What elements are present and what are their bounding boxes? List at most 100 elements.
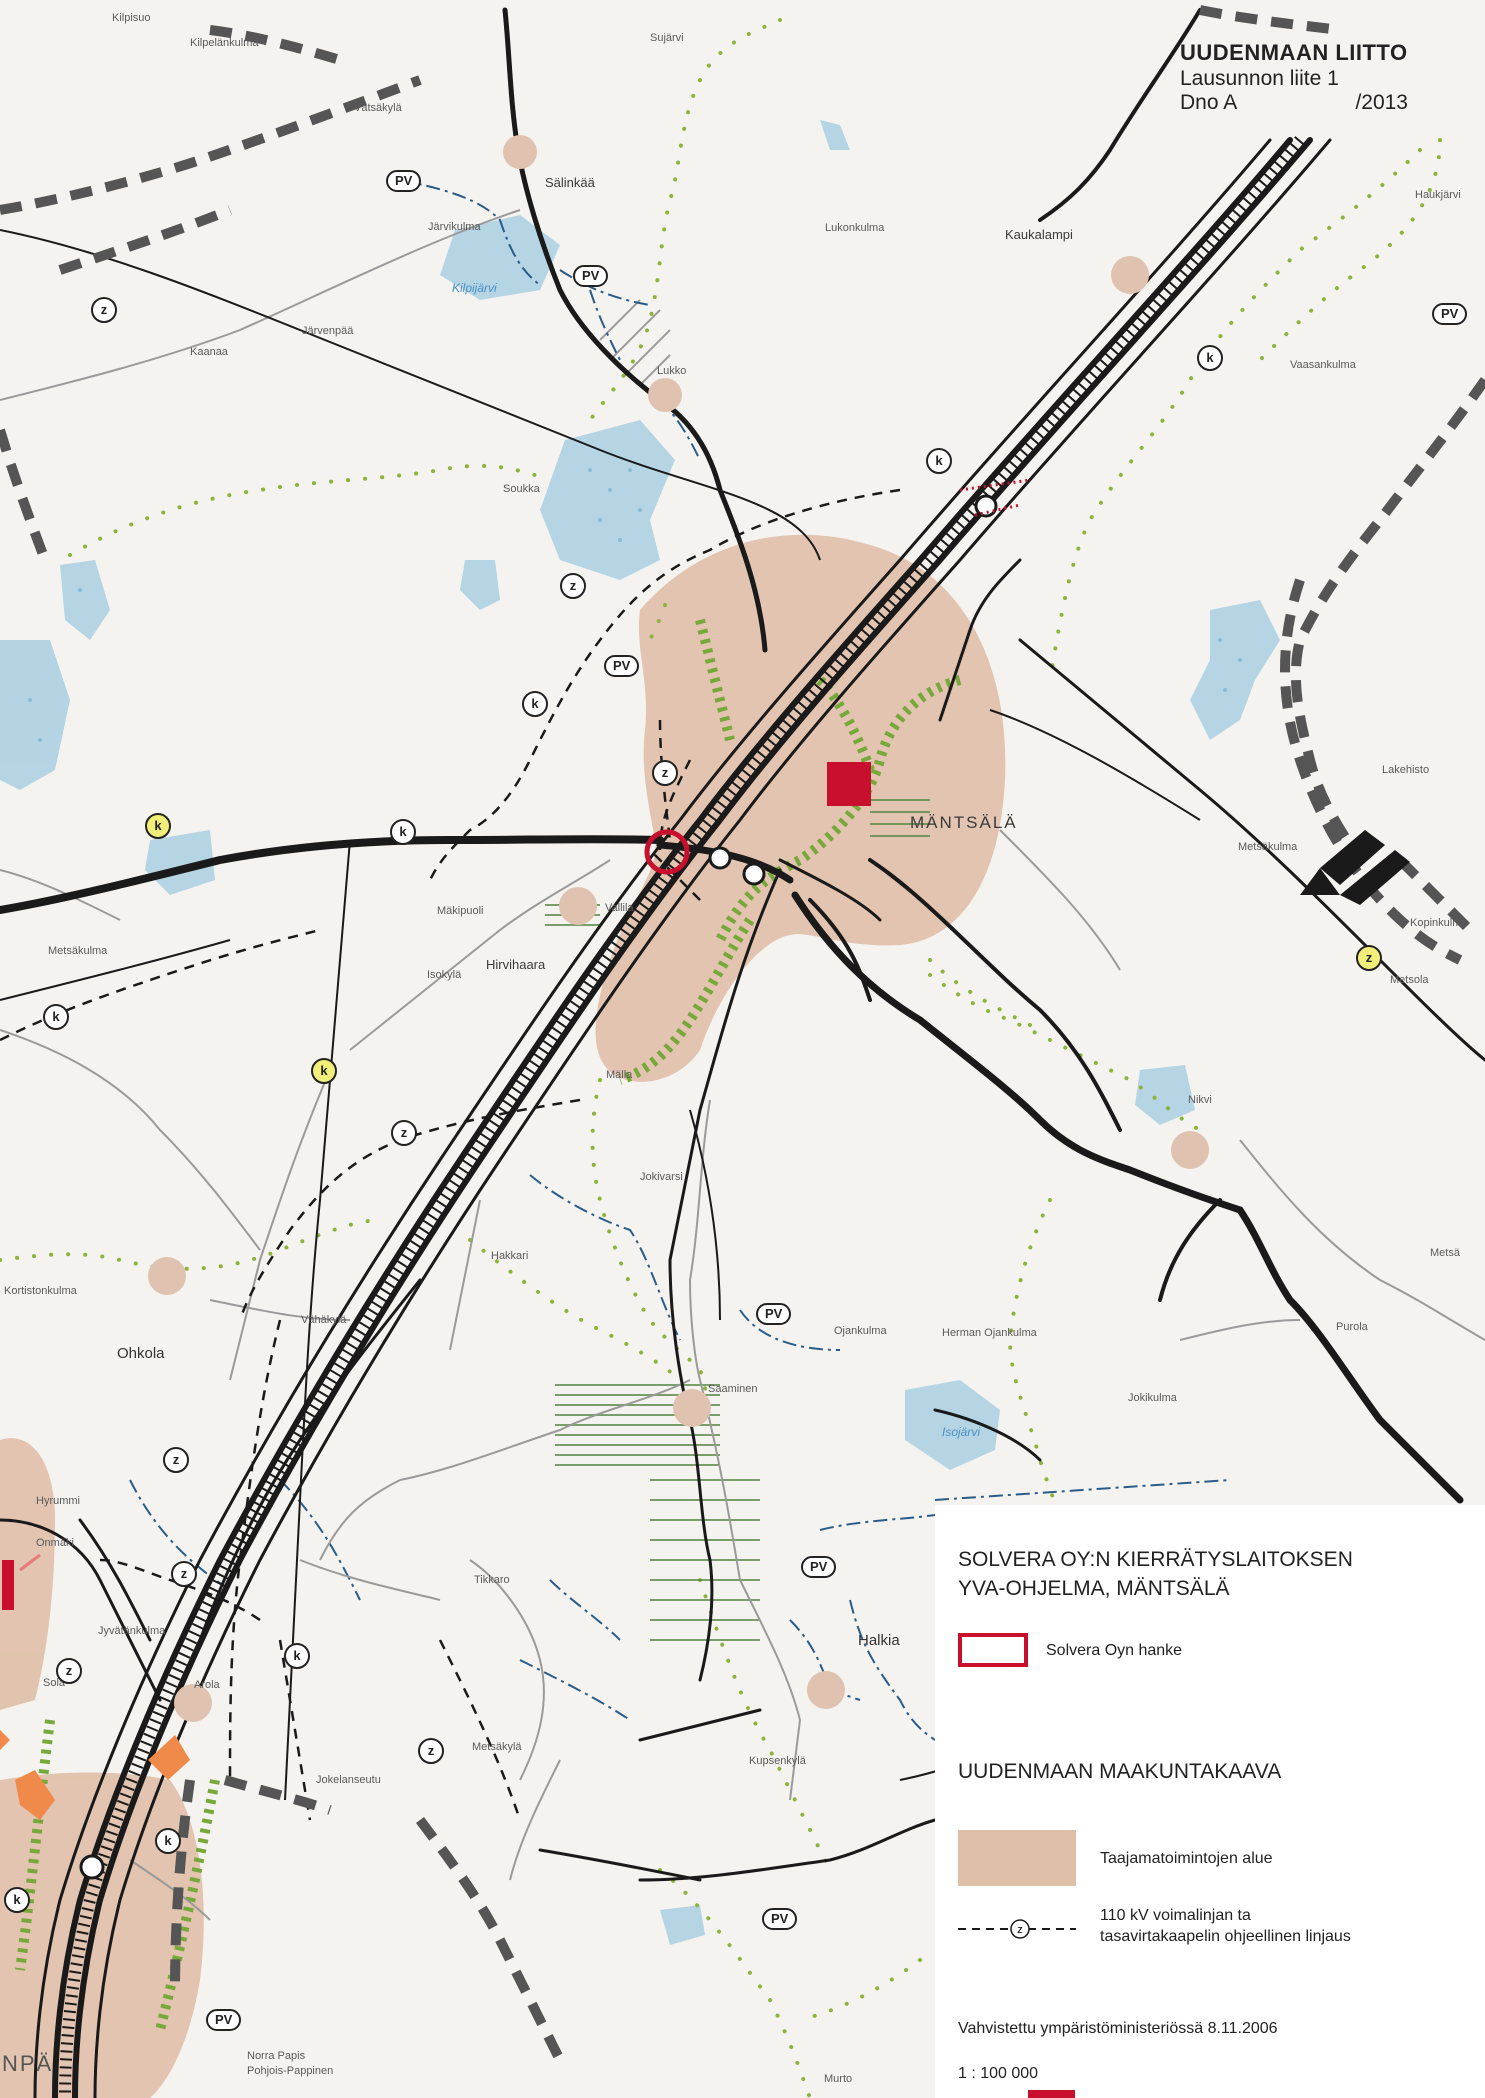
- z-marker: z: [163, 1447, 189, 1473]
- place-label: Kortistonkulma: [4, 1285, 77, 1297]
- k-marker: k: [4, 1887, 30, 1913]
- pv-marker: PV: [801, 1556, 837, 1578]
- pv-marker: PV: [604, 655, 640, 677]
- legend-scale: 1 : 100 000: [958, 2065, 1039, 2082]
- place-label: Metsäkylä: [472, 1741, 522, 1753]
- z-marker: z: [171, 1561, 197, 1587]
- village-markers: [148, 135, 1209, 1722]
- pv-marker: PV: [762, 1908, 798, 1930]
- z-marker: z: [652, 760, 678, 786]
- recreation-routes: [0, 18, 1442, 2098]
- legend-panel: SOLVERA OY:N KIERRÄTYSLAITOKSEN YVA-OHJE…: [935, 1505, 1485, 2098]
- hatched-areas: [545, 799, 930, 1641]
- railway-ties: [59, 136, 1305, 2098]
- place-label: NPÄ: [2, 2051, 54, 2076]
- project-marker: [644, 829, 690, 875]
- place-label: Mälla: [606, 1069, 633, 1081]
- place-label: Isokylä: [427, 969, 462, 981]
- urban-areas: [0, 534, 1420, 2098]
- place-label: Järvikulma: [428, 221, 481, 233]
- place-label: Hakkari: [491, 1250, 529, 1262]
- z-marker: z: [418, 1738, 444, 1764]
- z-marker: z: [91, 297, 117, 323]
- place-label: Sola: [43, 1677, 66, 1689]
- place-label: Metsola: [1390, 974, 1429, 986]
- place-label: Kaukalampi: [1005, 227, 1073, 242]
- header-dno-row: Dno A /2013: [1180, 91, 1408, 115]
- z-marker: z: [391, 1120, 417, 1146]
- place-label: Metsä: [1430, 1247, 1460, 1259]
- k-marker: k: [522, 691, 548, 717]
- place-label: Kilpelänkulma: [190, 37, 259, 49]
- place-label: Kupsenkylä: [749, 1755, 806, 1767]
- place-label: Hirvihaara: [486, 957, 546, 972]
- place-label: Jyvätänkulma: [98, 1625, 166, 1637]
- place-label: Metsäkulma: [1238, 841, 1298, 853]
- place-label: Kaanaa: [190, 346, 228, 358]
- place-label: Isojärvi: [942, 1425, 981, 1439]
- place-label: Arola: [194, 1679, 220, 1691]
- place-label: Halkia: [858, 1632, 900, 1649]
- place-label: Nikvi: [1188, 1094, 1212, 1106]
- legend-taajama-label: Taajamatoimintojen alue: [1100, 1850, 1273, 1867]
- legend-cutoff-swatch: [1028, 2090, 1075, 2098]
- z-marker: z: [560, 573, 586, 599]
- place-label: Sälinkää: [545, 175, 595, 190]
- z-marker: z: [1356, 945, 1382, 971]
- place-label: Kopinkulma: [1410, 917, 1468, 929]
- legend-taajama-swatch: [958, 1830, 1076, 1886]
- place-label: Saaminen: [708, 1383, 758, 1395]
- legend-powerline-line1: 110 kV voimalinjan ta: [1100, 1907, 1251, 1924]
- header-doc: Lausunnon liite 1: [1180, 67, 1339, 90]
- pv-marker: PV: [1432, 303, 1468, 325]
- k-marker: k: [390, 819, 416, 845]
- municipal-boundary: [0, 5, 1485, 2063]
- minor-roads: [0, 209, 1485, 1921]
- pv-marker: PV: [573, 265, 609, 287]
- legend-confirmed: Vahvistettu ympäristöministeriössä 8.11.…: [958, 2020, 1278, 2037]
- junctions: [79, 494, 998, 1880]
- legend-powerline-symbol: z: [1017, 1924, 1023, 1936]
- eco-corridors: [15, 618, 962, 2032]
- place-label: MÄNTSÄLÄ: [910, 813, 1018, 832]
- legend-powerline-line2: tasavirtakaapelin ohjeellinen linjaus: [1100, 1928, 1351, 1945]
- place-label: Metsäkulma: [48, 945, 108, 957]
- legend-powerline-swatch: z: [958, 1919, 1076, 1939]
- z-marker: z: [56, 1658, 82, 1684]
- orange-arrows: [0, 1730, 190, 1820]
- place-label: Ojankulma: [834, 1325, 887, 1337]
- legend-plan-title: UUDENMAAN MAAKUNTAKAAVA: [958, 1760, 1282, 1783]
- place-label: Onmäki: [36, 1537, 74, 1549]
- k-marker: k: [145, 813, 171, 839]
- pv-marker: PV: [756, 1303, 792, 1325]
- place-label: Järvenpää: [302, 325, 354, 337]
- k-marker: k: [43, 1004, 69, 1030]
- place-label: Mäkipuoli: [437, 905, 484, 917]
- place-label: Norra Papis: [247, 2050, 306, 2062]
- place-label: Kilpisuo: [112, 12, 151, 24]
- legend-project-line2: YVA-OHJELMA, MÄNTSÄLÄ: [958, 1577, 1230, 1600]
- place-label: Kilpijärvi: [452, 281, 497, 295]
- k-marker: k: [926, 448, 952, 474]
- header-dno-label: Dno A: [1180, 91, 1238, 114]
- place-label: Jokikulma: [1128, 1392, 1177, 1404]
- place-label: Purola: [1336, 1321, 1368, 1333]
- place-label: Vätsäkylä: [354, 102, 402, 114]
- header-dno-year: /2013: [1355, 91, 1408, 114]
- water-dot-pattern: [28, 468, 1242, 742]
- k-marker: k: [155, 1828, 181, 1854]
- place-label: Soukka: [503, 483, 540, 495]
- k-marker: k: [284, 1643, 310, 1669]
- legend-project-title: SOLVERA OY:N KIERRÄTYSLAITOKSEN YVA-OHJE…: [958, 1545, 1353, 1603]
- place-label: Lukko: [657, 365, 687, 377]
- place-label: Lukonkulma: [825, 222, 885, 234]
- pv-marker: PV: [206, 2009, 242, 2031]
- header-org: UUDENMAAN LIITTO: [1180, 40, 1408, 65]
- legend-powerline-label: 110 kV voimalinjan ta tasavirtakaapelin …: [1100, 1905, 1351, 1947]
- place-label: Jokelanseutu: [316, 1774, 381, 1786]
- place-label: Vaasankulma: [1290, 359, 1356, 371]
- legend-hanke-label: Solvera Oyn hanke: [1046, 1642, 1183, 1659]
- direction-arrows: [1300, 830, 1410, 905]
- boundary-lines: [129, 179, 1231, 1741]
